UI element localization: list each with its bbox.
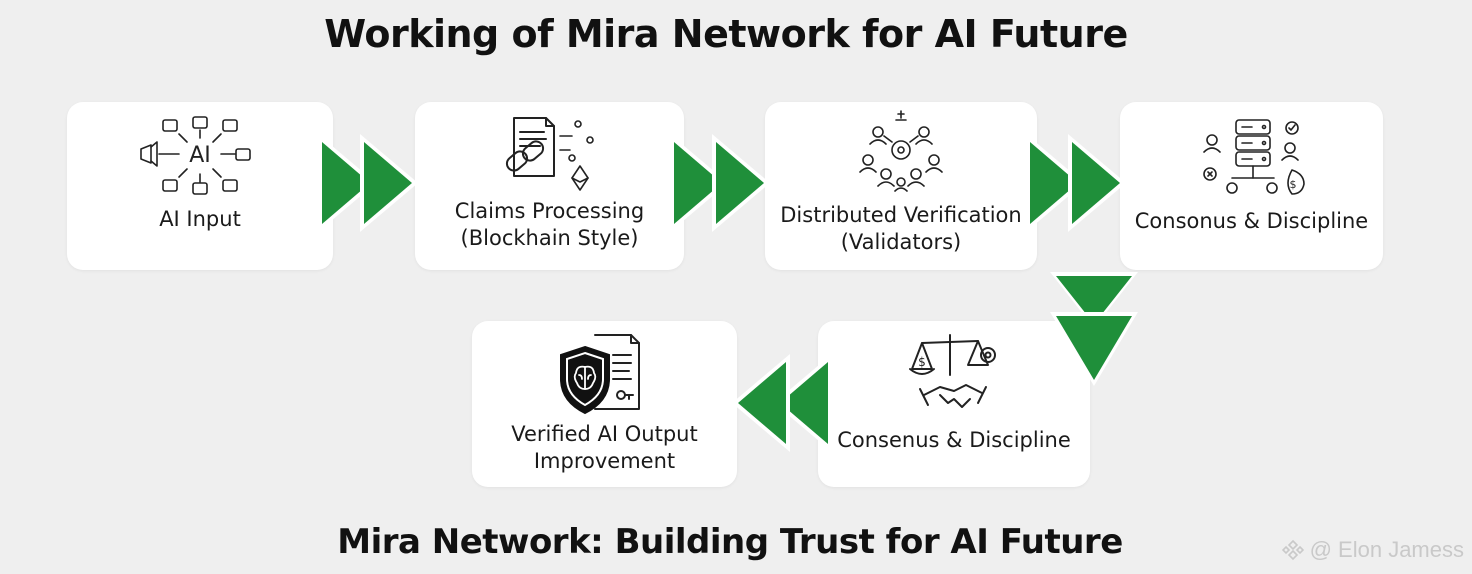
flow-arrow-2-3 bbox=[670, 134, 770, 232]
step-card-ai-input: AI AI Input bbox=[67, 102, 333, 270]
step-label: AI Input bbox=[67, 206, 333, 233]
server-network-icon: $ bbox=[1202, 119, 1305, 195]
flow-arrow-1-2 bbox=[318, 134, 418, 232]
step-label-line1: Verified AI Output bbox=[511, 422, 698, 446]
step-label-line1: Consenus & Discipline bbox=[837, 428, 1071, 452]
svg-text:$: $ bbox=[918, 355, 926, 369]
watermark-text: @ Elon Jamess bbox=[1309, 537, 1464, 562]
flow-arrow-4-5 bbox=[1050, 272, 1138, 386]
ai-hub-icon: AI bbox=[140, 116, 251, 195]
step-label-line1: Claims Processing bbox=[454, 199, 645, 223]
step-label: Verified AI Output Improvement bbox=[472, 421, 737, 475]
step-card-verified-output: Verified AI Output Improvement bbox=[472, 321, 737, 487]
step-label-line2: (Validators) bbox=[840, 230, 962, 254]
svg-text:AI: AI bbox=[189, 143, 211, 168]
step-label: Claims Processing (Blockhain Style) bbox=[415, 198, 684, 252]
flow-arrow-3-4 bbox=[1026, 134, 1126, 232]
chain-document-icon bbox=[505, 117, 594, 191]
step-label-line1: Distributed Verification bbox=[780, 203, 1022, 227]
step-label-line1: Consonus & Discipline bbox=[1134, 209, 1369, 233]
exchange-logo-icon bbox=[1281, 539, 1304, 561]
step-card-consenus-discipline: $ Consenus & Discipline bbox=[818, 321, 1090, 487]
step-card-claims-processing: Claims Processing (Blockhain Style) bbox=[415, 102, 684, 270]
svg-text:$: $ bbox=[1289, 178, 1296, 191]
flow-arrow-5-6 bbox=[732, 354, 832, 452]
step-label-line2: Improvement bbox=[533, 449, 676, 473]
step-label: Consenus & Discipline bbox=[818, 427, 1090, 454]
step-label-line2: (Blockhain Style) bbox=[460, 226, 639, 250]
step-label: Distributed Verification (Validators) bbox=[765, 202, 1037, 256]
shield-brain-certificate-icon bbox=[559, 334, 640, 415]
step-card-distributed-verification: Distributed Verification (Validators) bbox=[765, 102, 1037, 270]
scales-handshake-icon: $ bbox=[909, 334, 996, 408]
page-subtitle: Mira Network: Building Trust for AI Futu… bbox=[337, 522, 1123, 562]
step-label-line1: AI Input bbox=[159, 207, 241, 231]
validators-network-icon bbox=[859, 110, 943, 192]
step-card-consonus-discipline: $ Consonus & Discipline bbox=[1120, 102, 1383, 270]
step-label: Consonus & Discipline bbox=[1120, 208, 1383, 235]
watermark: @ Elon Jamess bbox=[1281, 537, 1464, 563]
page-title: Working of Mira Network for AI Future bbox=[324, 12, 1128, 56]
